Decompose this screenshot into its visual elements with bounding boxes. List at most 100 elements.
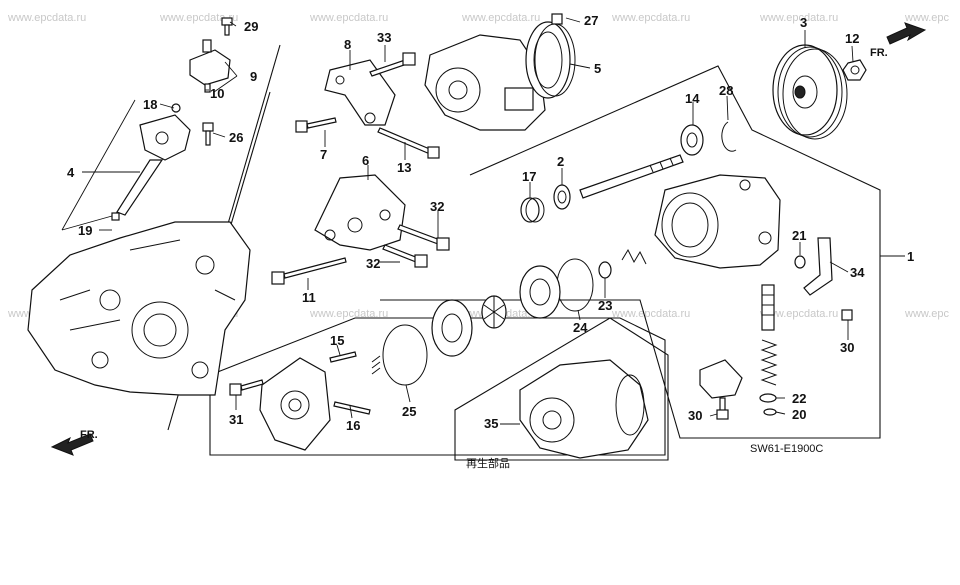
o-ring-part-20	[763, 408, 777, 416]
bolt-part-11	[271, 257, 347, 285]
reman-assembly-frame	[454, 317, 669, 461]
callout-23: 23	[598, 298, 612, 313]
watermark: www.epcdata.ru	[759, 308, 838, 320]
cam-ring	[519, 265, 561, 319]
callout-20: 20	[792, 407, 806, 422]
callout-1: 1	[907, 249, 914, 264]
callout-11: 11	[302, 290, 316, 305]
bolt-part-32-upper	[397, 224, 450, 251]
callout-31: 31	[229, 412, 243, 427]
callout-16: 16	[346, 418, 360, 433]
callout-17: 17	[522, 169, 536, 184]
watermark: www.epc	[904, 308, 950, 320]
bracket-part-8	[324, 59, 396, 126]
spring-small	[371, 355, 381, 375]
callout-27: 27	[584, 13, 598, 28]
watermark: www.epc	[904, 12, 950, 24]
callout-30-right: 30	[840, 340, 854, 355]
watermark: www.epcdata.ru	[461, 12, 540, 24]
watermark: www.epcdata.ru	[759, 12, 838, 24]
callout-26: 26	[229, 130, 243, 145]
callout-28: 28	[719, 83, 733, 98]
callout-29: 29	[244, 19, 258, 34]
o-ring-part-24	[556, 258, 594, 312]
front-direction-arrow-left: FR.	[50, 429, 98, 456]
pump-housing-part-1	[654, 174, 781, 269]
callout-25: 25	[402, 404, 416, 419]
cover-plate	[699, 359, 743, 399]
bolt-part-29	[221, 17, 233, 36]
spring-valve	[760, 339, 778, 386]
shaft	[579, 154, 684, 199]
remanufactured-label: 再生部品	[466, 456, 510, 470]
callout-6: 6	[362, 153, 369, 168]
callout-30-lower: 30	[688, 408, 702, 423]
seal-part-23	[598, 261, 612, 279]
end-cover	[259, 357, 331, 451]
watermark: www.epcdata.ru	[309, 308, 388, 320]
washer-part-22	[759, 393, 777, 403]
watermark: www.epcdata.ru	[611, 12, 690, 24]
bracket-part-6	[314, 174, 406, 251]
diagram-code: SW61-E1900C	[750, 443, 823, 455]
callout-2: 2	[557, 154, 564, 169]
callout-13: 13	[397, 160, 411, 175]
pin-part-16	[333, 401, 371, 415]
bolt-part-32-lower	[382, 244, 428, 268]
callout-32-lower: 32	[366, 256, 380, 271]
front-direction-arrow-right: FR.	[870, 22, 927, 59]
bolt-part-18	[171, 103, 181, 113]
sensor-part-9	[189, 39, 231, 93]
side-plate	[431, 299, 473, 357]
callout-21: 21	[792, 228, 806, 243]
snap-ring-part-28	[721, 121, 737, 152]
valve-assembly	[761, 284, 775, 331]
bolt-part-33	[369, 52, 416, 77]
speed-sensor-assembly	[111, 114, 191, 221]
direction-label: FR.	[870, 47, 888, 59]
seal-part-2	[553, 184, 571, 210]
bolt-part-26	[202, 122, 214, 146]
callout-9: 9	[250, 69, 257, 84]
bolt-part-13	[377, 127, 440, 159]
callout-15: 15	[330, 333, 344, 348]
bearing-part-17	[520, 197, 545, 223]
lower-parts-frame	[209, 317, 666, 456]
bolt-part-31	[229, 379, 264, 396]
callout-8: 8	[344, 37, 351, 52]
bolt-part-30-right	[841, 309, 853, 321]
callout-labels: 29 9 10 18 26 4 19 8 33 7 13 6 32 32 11 …	[67, 13, 914, 433]
rotor	[481, 295, 507, 329]
callout-34: 34	[850, 265, 865, 280]
callout-3: 3	[800, 15, 807, 30]
callout-7: 7	[320, 147, 327, 162]
fitting-part-34	[803, 237, 833, 296]
o-ring-part-21	[794, 255, 806, 269]
callout-24: 24	[573, 320, 588, 335]
callout-19: 19	[78, 223, 92, 238]
bolt-part-27	[551, 13, 563, 25]
reman-pump-part-35	[519, 359, 649, 459]
callout-33: 33	[377, 30, 391, 45]
pump-assembly-part-5	[424, 21, 576, 131]
pulley-part-3	[772, 44, 848, 140]
transmission-housing	[27, 221, 251, 396]
bearing-part-14	[680, 124, 704, 156]
callout-35: 35	[484, 416, 498, 431]
bolt-part-30-lower	[716, 397, 729, 420]
callout-12: 12	[845, 31, 859, 46]
pin-part-15	[329, 351, 357, 363]
watermark: www.epcdata.ru	[7, 12, 86, 24]
gasket-part-25	[382, 324, 428, 386]
callout-14: 14	[685, 91, 700, 106]
watermark: www.epcdata.ru	[611, 308, 690, 320]
watermark: www.epcdata.ru	[159, 12, 238, 24]
callout-10: 10	[210, 86, 224, 101]
direction-label: FR.	[80, 429, 98, 441]
watermark-row-top: www.epcdata.ru www.epcdata.ru www.epcdat…	[7, 12, 950, 24]
callout-4: 4	[67, 165, 75, 180]
leader-lines	[61, 17, 905, 425]
nut-part-12	[842, 59, 867, 81]
watermark: www.epcdata.ru	[309, 12, 388, 24]
